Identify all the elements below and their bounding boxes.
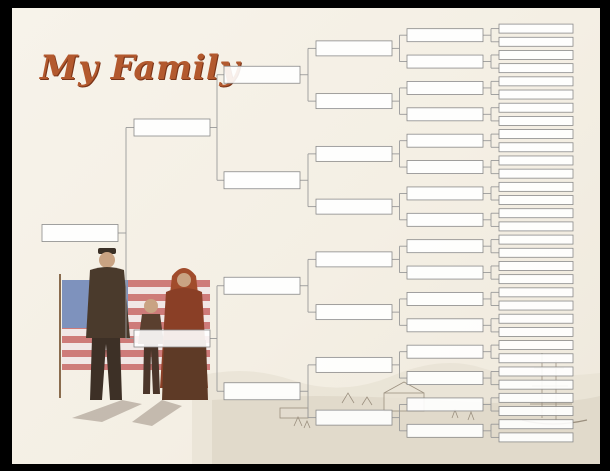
person-name-box-gen5-14[interactable] — [407, 372, 483, 385]
person-name-box-gen4-3[interactable] — [316, 146, 392, 161]
person-name-box-gen5-3[interactable] — [407, 81, 483, 94]
person-name-box-gen5-13[interactable] — [407, 345, 483, 358]
person-name-box-gen6-14[interactable] — [499, 196, 573, 205]
person-name-box-gen6-4[interactable] — [499, 64, 573, 73]
person-name-box-gen6-5[interactable] — [499, 77, 573, 86]
person-name-box-gen6-25[interactable] — [499, 341, 573, 350]
person-name-box-gen6-30[interactable] — [499, 407, 573, 416]
person-name-box-gen4-6[interactable] — [316, 305, 392, 320]
person-name-box-gen5-8[interactable] — [407, 213, 483, 226]
person-name-box-gen5-4[interactable] — [407, 108, 483, 121]
person-name-box-gen6-32[interactable] — [499, 433, 573, 442]
person-name-box-gen6-8[interactable] — [499, 116, 573, 125]
person-name-box-gen3-4[interactable] — [224, 383, 300, 400]
person-name-box-gen4-1[interactable] — [316, 41, 392, 56]
person-name-box-gen4-7[interactable] — [316, 357, 392, 372]
person-name-box-gen1-1[interactable] — [42, 225, 118, 242]
person-name-box-gen6-19[interactable] — [499, 261, 573, 270]
person-name-box-gen4-8[interactable] — [316, 410, 392, 425]
person-name-box-gen5-5[interactable] — [407, 134, 483, 147]
person-name-box-gen4-5[interactable] — [316, 252, 392, 267]
person-name-box-gen6-13[interactable] — [499, 182, 573, 191]
person-name-box-gen2-2[interactable] — [134, 330, 210, 347]
family-tree — [12, 8, 600, 464]
person-name-box-gen4-2[interactable] — [316, 94, 392, 109]
person-name-box-gen6-9[interactable] — [499, 130, 573, 139]
person-name-box-gen5-2[interactable] — [407, 55, 483, 68]
person-name-box-gen6-12[interactable] — [499, 169, 573, 178]
family-tree-chart: My Family — [12, 8, 600, 464]
person-name-box-gen3-1[interactable] — [224, 66, 300, 83]
person-name-box-gen6-29[interactable] — [499, 393, 573, 402]
person-name-box-gen5-7[interactable] — [407, 187, 483, 200]
person-name-box-gen5-16[interactable] — [407, 424, 483, 437]
person-name-box-gen3-3[interactable] — [224, 277, 300, 294]
person-name-box-gen5-10[interactable] — [407, 266, 483, 279]
person-name-box-gen6-20[interactable] — [499, 275, 573, 284]
person-name-box-gen6-6[interactable] — [499, 90, 573, 99]
person-name-box-gen6-31[interactable] — [499, 420, 573, 429]
person-name-box-gen3-2[interactable] — [224, 172, 300, 189]
person-name-box-gen6-2[interactable] — [499, 37, 573, 46]
person-name-box-gen6-7[interactable] — [499, 103, 573, 112]
person-name-box-gen6-17[interactable] — [499, 235, 573, 244]
person-name-box-gen5-11[interactable] — [407, 292, 483, 305]
person-name-box-gen6-23[interactable] — [499, 314, 573, 323]
person-name-box-gen6-11[interactable] — [499, 156, 573, 165]
person-name-box-gen6-10[interactable] — [499, 143, 573, 152]
person-name-box-gen6-1[interactable] — [499, 24, 573, 33]
person-name-box-gen6-15[interactable] — [499, 209, 573, 218]
person-name-box-gen6-21[interactable] — [499, 288, 573, 297]
person-name-box-gen5-9[interactable] — [407, 240, 483, 253]
person-name-box-gen6-24[interactable] — [499, 327, 573, 336]
person-name-box-gen6-28[interactable] — [499, 380, 573, 389]
person-name-box-gen6-16[interactable] — [499, 222, 573, 231]
person-name-box-gen5-1[interactable] — [407, 29, 483, 42]
person-name-box-gen5-12[interactable] — [407, 319, 483, 332]
person-name-box-gen5-15[interactable] — [407, 398, 483, 411]
person-name-box-gen5-6[interactable] — [407, 161, 483, 174]
person-name-box-gen2-1[interactable] — [134, 119, 210, 136]
person-name-box-gen6-3[interactable] — [499, 50, 573, 59]
person-name-box-gen6-22[interactable] — [499, 301, 573, 310]
person-name-box-gen4-4[interactable] — [316, 199, 392, 214]
person-name-box-gen6-18[interactable] — [499, 248, 573, 257]
person-name-box-gen6-27[interactable] — [499, 367, 573, 376]
person-name-box-gen6-26[interactable] — [499, 354, 573, 363]
